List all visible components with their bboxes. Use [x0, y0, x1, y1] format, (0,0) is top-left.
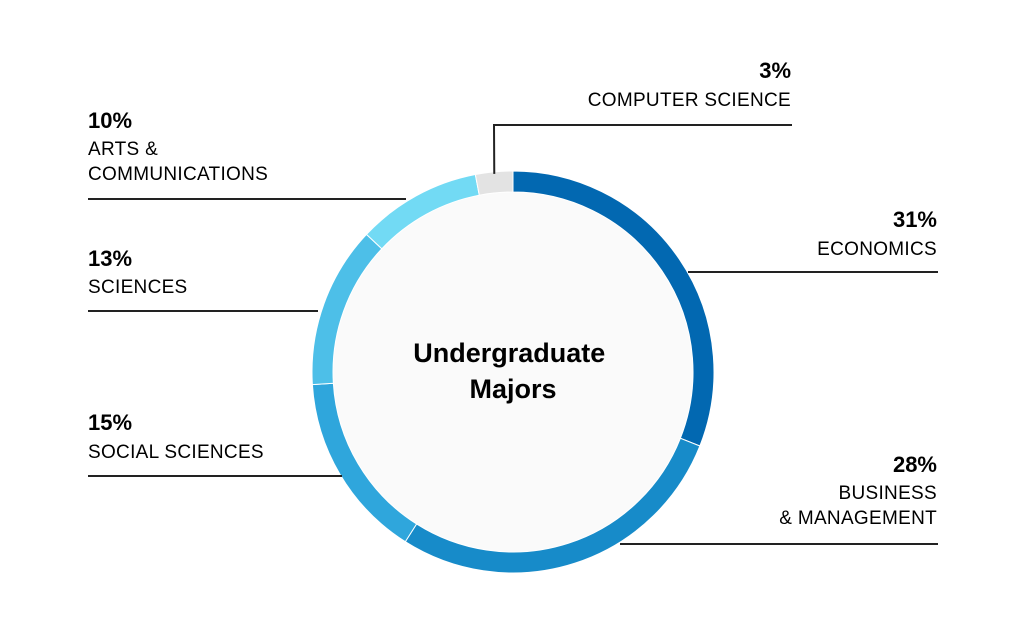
value-label-business-and-management: 28% — [893, 452, 937, 477]
value-label-arts-and-communications: 10% — [88, 108, 132, 133]
category-label-line: BUSINESS — [839, 483, 938, 504]
category-label-economics: ECONOMICS — [817, 239, 937, 260]
leader-lines — [88, 124, 938, 545]
category-label-line: SCIENCES — [88, 277, 188, 298]
category-label-computer-science: COMPUTER SCIENCE — [588, 90, 791, 111]
slice-labels: 31% ECONOMICS 28% BUSINESS & MANAGEMENT 15% SO… — [88, 58, 937, 529]
chart-title-line-1: Undergraduate — [413, 338, 605, 368]
value-label-economics: 31% — [893, 207, 937, 232]
value-label-computer-science: 3% — [759, 58, 791, 83]
chart-title: Undergraduate Majors — [413, 338, 613, 404]
category-label-line: ECONOMICS — [817, 239, 937, 260]
category-label-sciences: SCIENCES — [88, 277, 188, 298]
value-label-sciences: 13% — [88, 246, 132, 271]
category-label-arts-and-communications: ARTS & COMMUNICATIONS — [88, 139, 268, 185]
slice-computer-science — [474, 170, 514, 196]
category-label-business-and-management: BUSINESS & MANAGEMENT — [779, 483, 937, 529]
donut-center-fill — [333, 192, 693, 552]
leader-line-computer-science — [492, 124, 792, 174]
category-label-social-sciences: SOCIAL SCIENCES — [88, 442, 264, 463]
chart-title-line-2: Majors — [469, 374, 556, 404]
category-label-line: ARTS & — [88, 139, 158, 160]
category-label-line: & MANAGEMENT — [779, 508, 937, 529]
category-label-line: COMMUNICATIONS — [88, 164, 268, 185]
category-label-line: SOCIAL SCIENCES — [88, 442, 264, 463]
donut-slices — [311, 170, 715, 574]
value-label-social-sciences: 15% — [88, 410, 132, 435]
category-label-line: COMPUTER SCIENCE — [588, 90, 791, 111]
